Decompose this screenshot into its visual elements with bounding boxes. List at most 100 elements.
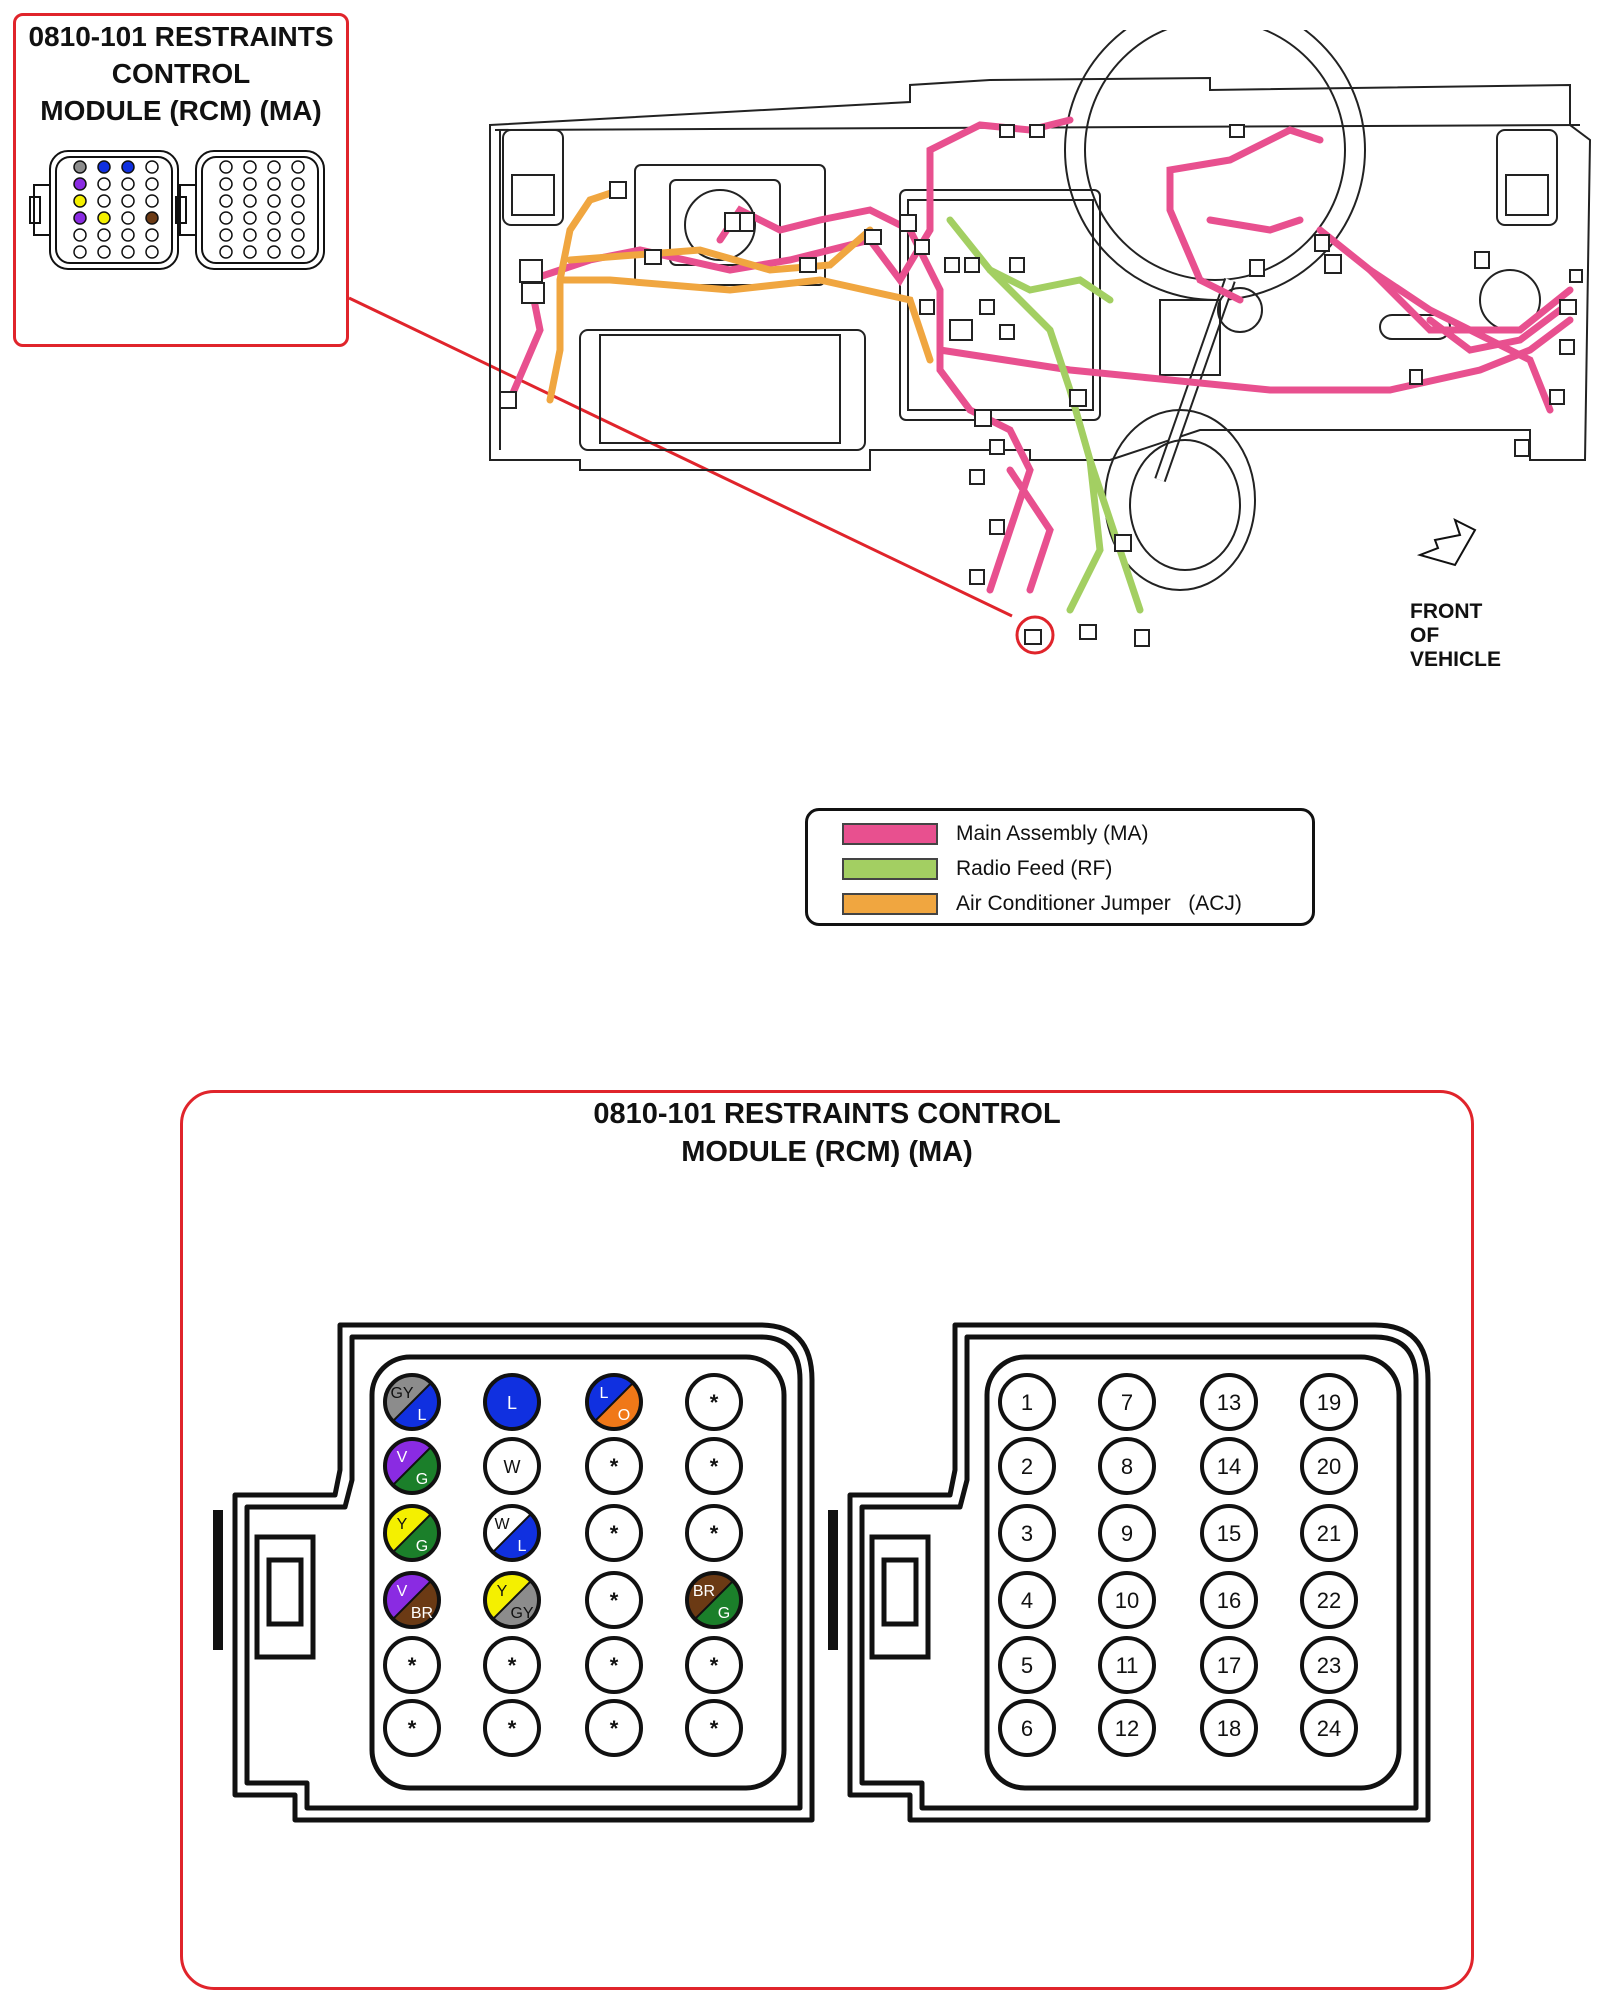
inset-pin-dot: [243, 211, 257, 225]
pin-label: G: [416, 1471, 428, 1488]
pin-label: O: [618, 1407, 630, 1424]
wire-pin-unused: *: [585, 1437, 643, 1495]
legend-item-main-assembly: Main Assembly (MA): [842, 822, 1149, 846]
pin-label: *: [610, 1653, 619, 1678]
inset-connector-thumbnails: [29, 150, 325, 270]
front-of-vehicle-label: FRONT OF VEHICLE: [1410, 600, 1501, 672]
pin-number-label: 7: [1121, 1390, 1133, 1415]
inset-title: 0810-101 RESTRAINTS CONTROL MODULE (RCM)…: [13, 18, 349, 129]
pin-number-label: 16: [1217, 1588, 1241, 1613]
pin-label: GY: [390, 1385, 413, 1402]
inset-pin-dot: [121, 177, 135, 191]
pin-number-label: 5: [1021, 1653, 1033, 1678]
pin-number-21: 21: [1300, 1504, 1358, 1562]
wire-pin-unused: *: [585, 1636, 643, 1694]
legend-label-main: Main Assembly (MA): [956, 822, 1149, 845]
wire-pin-br-g: BRG: [685, 1571, 743, 1629]
wire-side-connector-housing: [213, 1322, 815, 1823]
inset-pin-dot: [291, 194, 305, 208]
wire-pin-unused: *: [685, 1437, 743, 1495]
inset-title-line-2: CONTROL: [111, 58, 251, 89]
inset-pin-dot: [243, 160, 257, 174]
inset-right-dots: [219, 160, 305, 259]
inset-pin-dot: [243, 245, 257, 259]
pin-label: *: [610, 1716, 619, 1741]
wire-pin-unused: *: [483, 1699, 541, 1757]
legend-item-radio-feed: Radio Feed (RF): [842, 857, 1112, 881]
wire-pin-unused: *: [685, 1373, 743, 1431]
pin-number-20: 20: [1300, 1437, 1358, 1495]
wire-pin-unused: *: [585, 1699, 643, 1757]
pin-number-23: 23: [1300, 1636, 1358, 1694]
pin-label: *: [508, 1716, 517, 1741]
inset-pin-dot: [145, 160, 159, 174]
wire-pin-v-g: VG: [383, 1437, 441, 1495]
inset-pin-dot: [267, 177, 281, 191]
pin-number-11: 11: [1098, 1636, 1156, 1694]
pin-label: *: [710, 1390, 719, 1415]
wire-pin-gy-l: GY L: [383, 1373, 441, 1431]
legend-label-ac: Air Conditioner Jumper (ACJ): [956, 892, 1242, 915]
pin-number-3: 3: [998, 1504, 1056, 1562]
inset-pin-dot: [267, 160, 281, 174]
front-label-line-1: FRONT: [1410, 600, 1483, 623]
pin-number-label: 13: [1217, 1390, 1241, 1415]
wire-pin-unused: *: [685, 1699, 743, 1757]
inset-pin-dot: [73, 245, 87, 259]
inset-pin-dot: [97, 228, 111, 242]
pin-number-label: 24: [1317, 1716, 1341, 1741]
pin-number-1: 1: [998, 1373, 1056, 1431]
pin-label: L: [418, 1407, 427, 1424]
dashboard-harness-illustration: [489, 30, 1592, 647]
inset-pin-dot: [219, 211, 233, 225]
wire-pin-unused: *: [685, 1636, 743, 1694]
pin-number-10: 10: [1098, 1571, 1156, 1629]
inset-pin-dot: [243, 194, 257, 208]
pin-label: W: [504, 1457, 521, 1477]
inset-pin-dot: [73, 211, 87, 225]
pin-number-label: 3: [1021, 1521, 1033, 1546]
pin-number-label: 21: [1317, 1521, 1341, 1546]
legend-swatch-main: [842, 823, 938, 845]
connector-detail-title: 0810-101 RESTRAINTS CONTROL MODULE (RCM)…: [180, 1095, 1474, 1171]
callout-leader: [348, 296, 1055, 655]
inset-pin-dot: [97, 177, 111, 191]
inset-pin-dot: [291, 245, 305, 259]
pin-number-label: 22: [1317, 1588, 1341, 1613]
inset-pin-dot: [121, 160, 135, 174]
pin-label: W: [494, 1516, 510, 1533]
inset-left-dots: [73, 160, 159, 259]
pin-number-label: 9: [1121, 1521, 1133, 1546]
wire-pin-unused: *: [383, 1636, 441, 1694]
pin-number-13: 13: [1200, 1373, 1258, 1431]
pin-number-label: 19: [1317, 1390, 1341, 1415]
front-arrow-icon: [1416, 518, 1477, 567]
connector-title-line-2: MODULE (RCM) (MA): [681, 1136, 973, 1168]
pin-label: Y: [397, 1516, 408, 1533]
legend-swatch-radio: [842, 858, 938, 880]
pin-label: *: [710, 1653, 719, 1678]
pin-number-5: 5: [998, 1636, 1056, 1694]
inset-title-line-3: MODULE (RCM) (MA): [40, 95, 322, 126]
inset-pin-dot: [121, 228, 135, 242]
wire-pin-unused: *: [383, 1699, 441, 1757]
wire-pin-unused: *: [585, 1571, 643, 1629]
front-label-line-2: OF: [1410, 624, 1440, 647]
pin-number-label: 2: [1021, 1454, 1033, 1479]
pin-number-16: 16: [1200, 1571, 1258, 1629]
pin-label: *: [408, 1653, 417, 1678]
pin-number-label: 8: [1121, 1454, 1133, 1479]
pin-label: L: [518, 1538, 527, 1555]
inset-pin-dot: [219, 160, 233, 174]
inset-pin-dot: [243, 228, 257, 242]
pin-label: V: [397, 1449, 408, 1466]
callout-highlight-circle: [1015, 615, 1055, 655]
pin-number-8: 8: [1098, 1437, 1156, 1495]
pin-number-label: 18: [1217, 1716, 1241, 1741]
wire-pin-unused: *: [685, 1504, 743, 1562]
pin-label: *: [710, 1454, 719, 1479]
pin-number-7: 7: [1098, 1373, 1156, 1431]
